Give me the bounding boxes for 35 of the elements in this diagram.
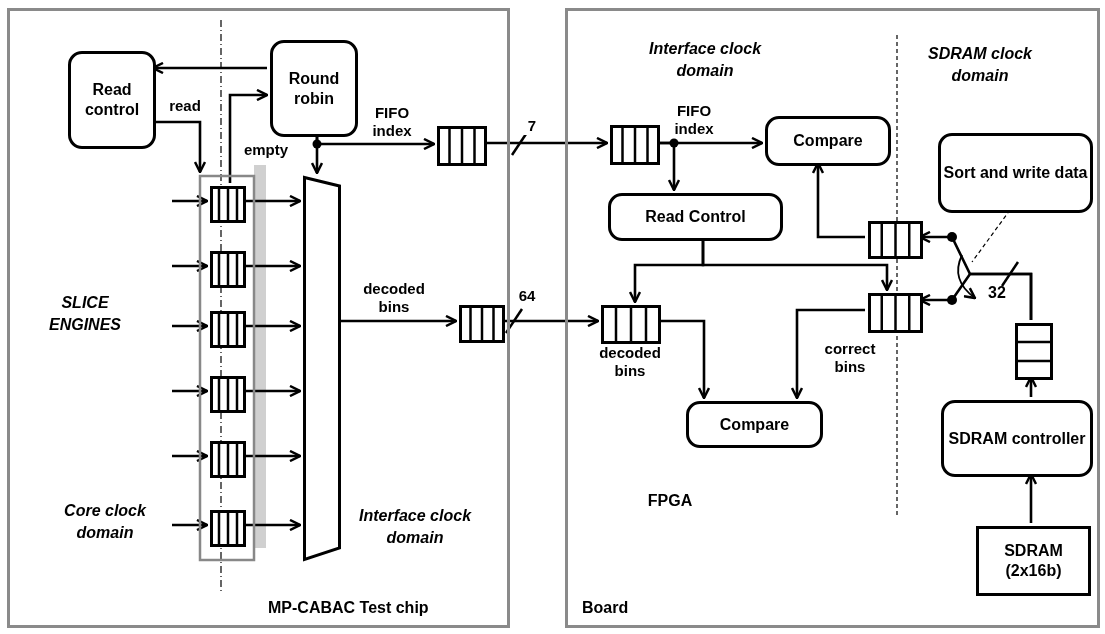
annotation: FPGA <box>646 491 694 511</box>
block-label: Compare <box>793 131 863 151</box>
memory-box <box>976 526 1091 596</box>
process-box <box>686 401 823 448</box>
arrow <box>172 259 209 273</box>
annotation: Interface clock domain <box>647 39 763 81</box>
arrow <box>172 449 209 463</box>
process-box <box>270 40 358 137</box>
block-label: Read control <box>83 80 141 120</box>
arrow <box>228 88 269 183</box>
arrow <box>172 194 209 208</box>
annotation: SLICE ENGINES <box>48 293 122 335</box>
annotation: Core clock domain <box>63 501 147 543</box>
board-panel <box>565 8 1100 628</box>
arrow <box>172 384 209 398</box>
panel-title: Board <box>582 599 629 617</box>
process-box <box>938 133 1093 213</box>
block-label: SDRAM controller <box>948 428 1086 449</box>
process-box <box>941 400 1093 477</box>
process-box <box>765 116 891 166</box>
block-label: SDRAM (2x16b) <box>1003 541 1064 581</box>
panel-title: MP-CABAC Test chip <box>268 599 429 617</box>
arrow <box>790 308 865 400</box>
annotation: Interface clock domain <box>357 506 473 548</box>
block-label: Round robin <box>287 68 341 109</box>
board-panel <box>7 8 510 628</box>
process-box <box>68 51 156 149</box>
arrow <box>172 319 209 333</box>
process-box <box>608 193 783 241</box>
arrow <box>172 518 209 532</box>
block-label: Sort and write data <box>943 163 1088 183</box>
bus-width-label: 32 <box>987 283 1007 303</box>
annotation: SDRAM clock domain <box>927 44 1033 86</box>
block-label: Read Control <box>645 207 746 227</box>
block-label: Compare <box>719 414 790 435</box>
